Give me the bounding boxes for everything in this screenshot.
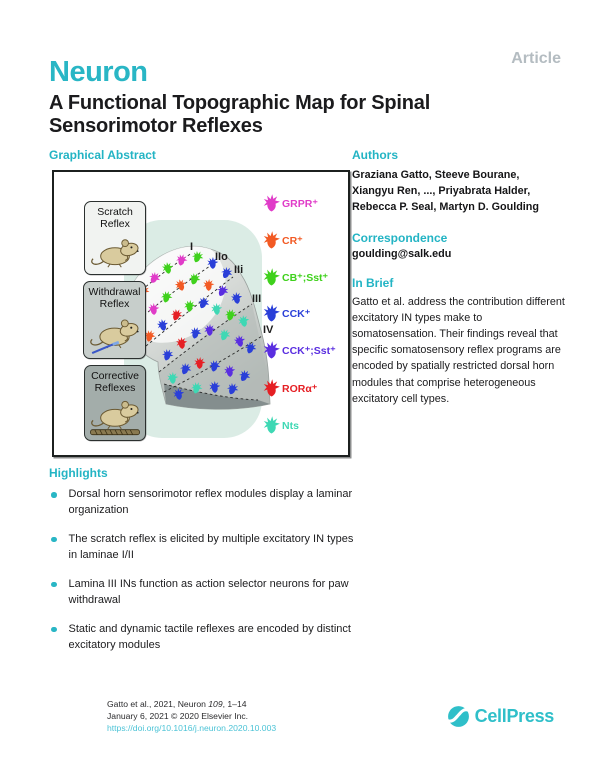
author-line: Rebecca P. Seal, Martyn D. Goulding — [352, 201, 539, 214]
lamina-label: IV — [263, 324, 274, 336]
cr-neuron-icon — [262, 230, 282, 250]
lamina-label: I — [190, 241, 193, 253]
correspondence-heading: Correspondence — [352, 230, 448, 245]
article-type-label: Article — [511, 50, 561, 67]
authors-list: Graziana Gatto, Steeve Bourane, Xiangyu R… — [352, 167, 566, 216]
lamina-label: III — [252, 293, 261, 305]
citation-line2: January 6, 2021 © 2020 Elsevier Inc. — [107, 710, 249, 721]
journal-logo: Neuron — [49, 56, 148, 88]
authors-heading: Authors — [352, 148, 398, 162]
metadata-column: Authors Graziana Gatto, Steeve Bourane, X… — [352, 148, 566, 407]
citation-block: Gatto et al., 2021, Neuron 109, 1–14 Jan… — [107, 699, 276, 735]
nts-neuron-icon — [262, 415, 282, 435]
correspondence-email[interactable]: goulding@salk.edu — [352, 247, 452, 260]
cellpress-logo: CellPress — [446, 704, 554, 729]
grpr-neuron-icon — [262, 193, 282, 213]
highlight-item: Dorsal horn sensorimotor reflex modules … — [49, 487, 355, 519]
legend-label: CB⁺;Sst⁺ — [282, 272, 329, 284]
author-line: Xiangyu Ren, ..., Priyabrata Halder, — [352, 185, 531, 198]
cck-neuron-icon — [262, 303, 282, 323]
withdrawal-mouse-illustration — [90, 319, 141, 354]
lamina-label: IIo — [215, 251, 228, 263]
corrective-reflexes-label: Corrective Reflexes — [91, 370, 139, 395]
page-title: A Functional Topographic Map for Spinal … — [49, 92, 431, 137]
highlight-item: Lamina III INs function as action select… — [49, 577, 355, 609]
legend-label: CCK⁺;Sst⁺ — [282, 345, 336, 357]
citation-line1: Gatto et al., 2021, Neuron 109, 1–14 — [107, 699, 247, 709]
withdrawal-reflex-label: Withdrawal Reflex — [88, 286, 141, 311]
graphical-abstract-heading: Graphical Abstract — [49, 148, 156, 162]
brush-icon — [91, 343, 114, 354]
withdrawal-reflex-box: Withdrawal Reflex — [83, 281, 146, 359]
corrective-reflexes-box: Corrective Reflexes — [84, 365, 146, 441]
scratch-reflex-label: Scratch Reflex — [97, 206, 133, 231]
figure-legend: GRPR⁺ CR⁺ CB⁺;Sst⁺ CCK⁺ CCK⁺;Sst⁺ RORα⁺ Nts — [262, 193, 336, 435]
volume-number: 109 — [208, 699, 223, 709]
cellpress-swirl-icon — [446, 706, 471, 727]
bullet-icon — [51, 626, 57, 633]
author-line: Graziana Gatto, Steeve Bourane, — [352, 169, 520, 181]
highlight-item: Static and dynamic tactile reflexes are … — [49, 622, 355, 654]
cbsst-neuron-icon — [262, 267, 282, 287]
in-brief-heading: In Brief — [352, 275, 394, 290]
highlight-item: The scratch reflex is elicited by multip… — [49, 532, 355, 564]
cellpress-wordmark: CellPress — [474, 706, 555, 726]
bullet-icon — [51, 581, 57, 588]
legend-label: CR⁺ — [282, 235, 303, 247]
corrective-mouse-illustration — [90, 400, 141, 436]
in-brief-text: Gatto et al. address the contribution di… — [352, 295, 565, 405]
scratch-mouse-illustration — [91, 239, 141, 268]
bullet-icon — [51, 492, 57, 498]
doi-link[interactable]: https://doi.org/10.1016/j.neuron.2020.10… — [107, 722, 277, 733]
highlights-heading: Highlights — [49, 466, 108, 480]
lamina-label: IIi — [234, 264, 243, 276]
legend-label: CCK⁺ — [282, 308, 311, 320]
bullet-icon — [51, 536, 57, 543]
highlights-section: Highlights Dorsal horn sensorimotor refl… — [49, 466, 355, 667]
scratch-reflex-box: Scratch Reflex — [84, 201, 146, 275]
legend-label: Nts — [282, 420, 299, 432]
legend-label: GRPR⁺ — [282, 198, 318, 210]
legend-label: RORα⁺ — [282, 383, 318, 395]
highlights-list: Dorsal horn sensorimotor reflex modules … — [49, 487, 355, 654]
